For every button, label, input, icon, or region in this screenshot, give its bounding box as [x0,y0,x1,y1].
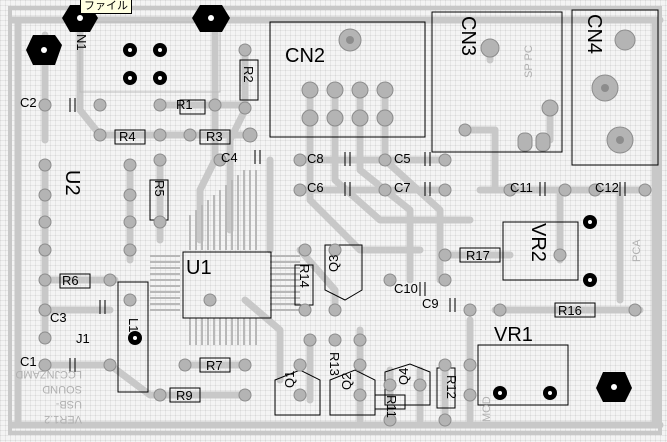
r7-outline [199,357,231,373]
c6-symbol [344,182,351,196]
pin-row-top [189,170,257,250]
trace [196,16,219,244]
r6-outline [59,273,91,289]
c5-symbol [424,152,431,166]
trace [76,16,104,139]
r3-outline [199,129,231,145]
c7-symbol [424,182,431,196]
c2-symbol [69,98,76,112]
pad-holes [41,15,624,395]
r9-outline [169,387,201,403]
cap-symbols [69,98,626,372]
q2-outline [329,369,376,416]
n1-outline [79,21,221,93]
silk-line-1: LCCJNZAMD [15,368,82,380]
trace [41,361,249,399]
silk-line-2: USB-SOUND [42,383,82,410]
r1-outline [179,99,206,115]
q3-outline [324,244,363,301]
q4-outline [384,363,431,406]
traces [8,16,664,429]
r4-outline [114,129,146,145]
c1-symbol [69,358,76,372]
c10-symbol [419,282,426,296]
silk-line-3: VER1.2 [44,413,82,425]
cn3-outline [431,11,563,153]
silkscreen-version-block: VER1.2 USB-SOUND LCCJNZAMD [15,366,82,426]
cn4-outline [571,9,659,166]
c12-symbol [619,182,626,196]
pin-row-left [150,255,180,311]
pads [38,28,652,427]
vr2-outline [502,221,579,281]
pin-row-right [270,255,300,311]
u1-pins [150,170,300,345]
q1-outline [274,369,321,416]
board-outline [8,6,662,435]
r16-outline [554,302,596,318]
l1-outline [117,281,149,393]
cn2-outline [269,21,426,138]
trace [241,296,284,384]
trace [306,86,424,254]
file-menu-tooltip: ファイル [80,0,132,14]
trace [226,46,249,234]
r17-outline [459,247,501,263]
vr1-outline [477,344,569,406]
c9-symbol [449,298,456,312]
c3-symbol [99,300,106,314]
u1-body [182,251,272,319]
pin-row-bottom [189,318,257,345]
r2-outline [239,59,259,101]
c8-symbol [344,152,351,166]
trace [331,86,474,224]
c4-symbol [254,150,261,164]
trace [296,246,339,314]
c11-symbol [539,182,546,196]
